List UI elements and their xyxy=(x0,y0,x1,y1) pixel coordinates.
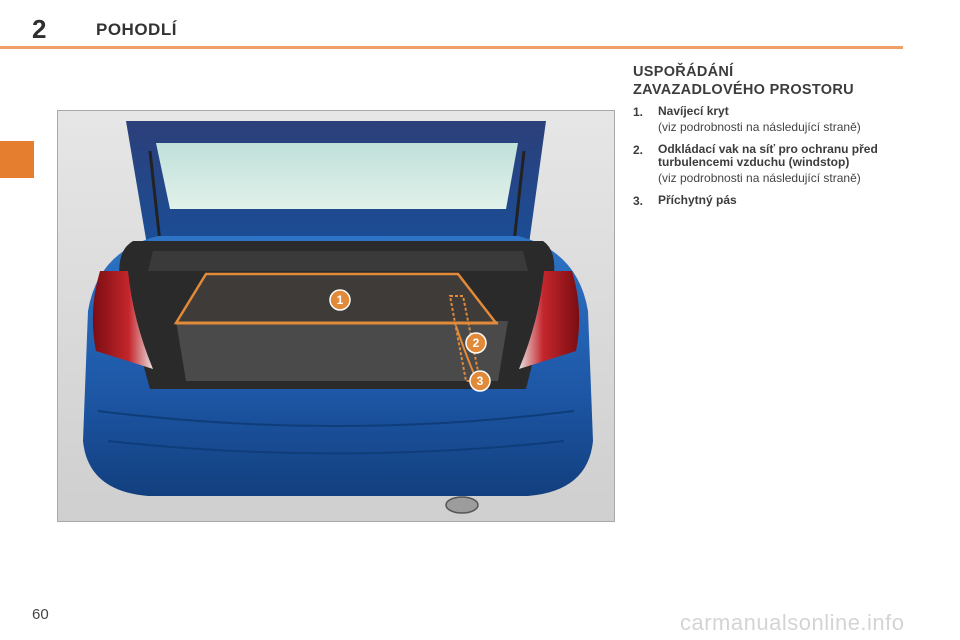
section-title: USPOŘÁDÁNÍ ZAVAZADLOVÉHO PROSTORU xyxy=(633,63,933,99)
item-note: (viz podrobnosti na následující straně) xyxy=(658,120,861,134)
trunk-illustration: 1 2 3 xyxy=(57,110,615,522)
exhaust xyxy=(445,496,479,514)
header-rule xyxy=(0,46,903,49)
callout-2: 2 xyxy=(465,332,487,354)
page-number: 60 xyxy=(32,606,49,623)
chapter-side-tab xyxy=(0,141,34,178)
item-label: Odkládací vak na síť pro ochranu před tu… xyxy=(658,142,878,169)
item-number: 2. xyxy=(633,143,644,157)
svg-text:3: 3 xyxy=(477,374,484,388)
item-label: Navíjecí kryt xyxy=(658,104,729,118)
item-number: 1. xyxy=(633,105,644,119)
rear-window xyxy=(156,143,518,209)
item-list: 1. Navíjecí kryt (viz podrobnosti na nás… xyxy=(633,105,933,216)
item-number: 3. xyxy=(633,194,644,208)
chapter-title: POHODLÍ xyxy=(96,20,177,39)
right-tail-lamp xyxy=(519,271,580,369)
list-item: 2. Odkládací vak na síť pro ochranu před… xyxy=(633,143,933,185)
watermark: carmanualsonline.info xyxy=(680,610,905,635)
svg-text:1: 1 xyxy=(337,293,344,307)
list-item: 3. Příchytný pás xyxy=(633,193,933,209)
svg-text:2: 2 xyxy=(473,336,480,350)
item-label: Příchytný pás xyxy=(658,193,737,207)
section-title-line2: ZAVAZADLOVÉHO PROSTORU xyxy=(633,82,854,98)
item-note: (viz podrobnosti na následující straně) xyxy=(658,171,861,185)
chapter-number: 2 xyxy=(32,14,47,44)
left-tail-lamp xyxy=(92,271,153,369)
callout-1: 1 xyxy=(329,289,351,311)
list-item: 1. Navíjecí kryt (viz podrobnosti na nás… xyxy=(633,105,933,134)
windstop-bag xyxy=(448,295,482,382)
section-title-line1: USPOŘÁDÁNÍ xyxy=(633,64,734,80)
car-rear-drawing: 1 2 3 xyxy=(58,111,614,521)
callout-3: 3 xyxy=(469,370,491,392)
